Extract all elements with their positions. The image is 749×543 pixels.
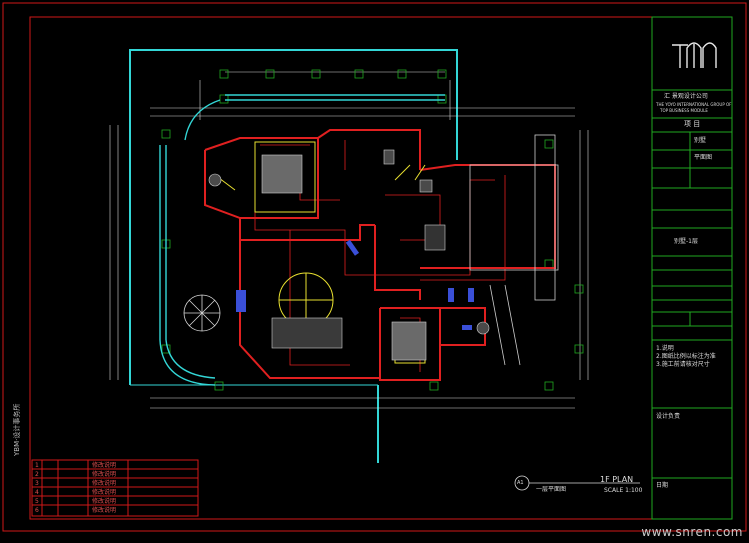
title-block: [651, 16, 733, 520]
outer-border: [2, 2, 747, 532]
tb-drawing-name: 平面图: [694, 154, 713, 161]
rev-no-5: 5: [35, 498, 39, 505]
column-markers: [161, 69, 584, 391]
tb-sheet-title: 别墅-1层: [674, 238, 698, 245]
inner-border: [29, 16, 733, 520]
tb-company-en1: THE YOYO INTERNATIONAL GROUP OF: [656, 102, 732, 107]
plan-label: 1F PLAN: [600, 475, 634, 484]
watermark: www.snren.com: [641, 525, 743, 539]
tb-date-label: 日期: [656, 482, 669, 489]
tb-company-cn: 汇 景观设计公司: [664, 93, 708, 100]
company-logo-icon: [672, 42, 717, 68]
plan-badge: A1: [517, 480, 524, 486]
tb-project-label: 项 目: [684, 120, 701, 128]
annex-walls: [469, 134, 559, 366]
furniture-blue: [236, 239, 474, 330]
patio-umbrella-icon: [183, 294, 221, 332]
tb-sign-label: 设计负责: [656, 413, 681, 420]
plan-subtitle: 一层平面图: [536, 486, 567, 493]
site-boundary: [129, 49, 458, 463]
rev-desc-2: 修改说明: [92, 471, 117, 478]
plan-scale: SCALE 1:100: [604, 487, 643, 494]
rev-desc-4: 修改说明: [92, 489, 117, 496]
revision-table: [31, 459, 199, 517]
interior-walls: [204, 129, 556, 381]
plan-title-badge: [514, 475, 640, 491]
tb-note-1: 1.说明: [656, 345, 674, 352]
tb-note-2: 2.图纸比例以标注为准: [656, 353, 716, 360]
rev-no-1: 1: [35, 462, 39, 469]
tb-note-3: 3.施工前请核对尺寸: [656, 361, 710, 368]
rev-no-2: 2: [35, 471, 39, 478]
terrace-cyan-walls: [159, 94, 445, 386]
rev-desc-6: 修改说明: [92, 507, 117, 514]
rev-desc-3: 修改说明: [92, 480, 117, 487]
rev-no-4: 4: [35, 489, 39, 496]
side-studio-text: YBM·设计事务所: [13, 403, 21, 456]
rev-no-3: 3: [35, 480, 39, 487]
rev-desc-1: 修改说明: [92, 462, 117, 469]
rev-no-6: 6: [35, 507, 39, 514]
rev-desc-5: 修改说明: [92, 498, 117, 505]
furniture-grey: [208, 149, 490, 361]
tb-project-name: 别墅: [694, 137, 707, 144]
tb-company-en2: TOP BUSINESS MODULE: [660, 108, 708, 113]
dimension-lines: [109, 71, 589, 409]
